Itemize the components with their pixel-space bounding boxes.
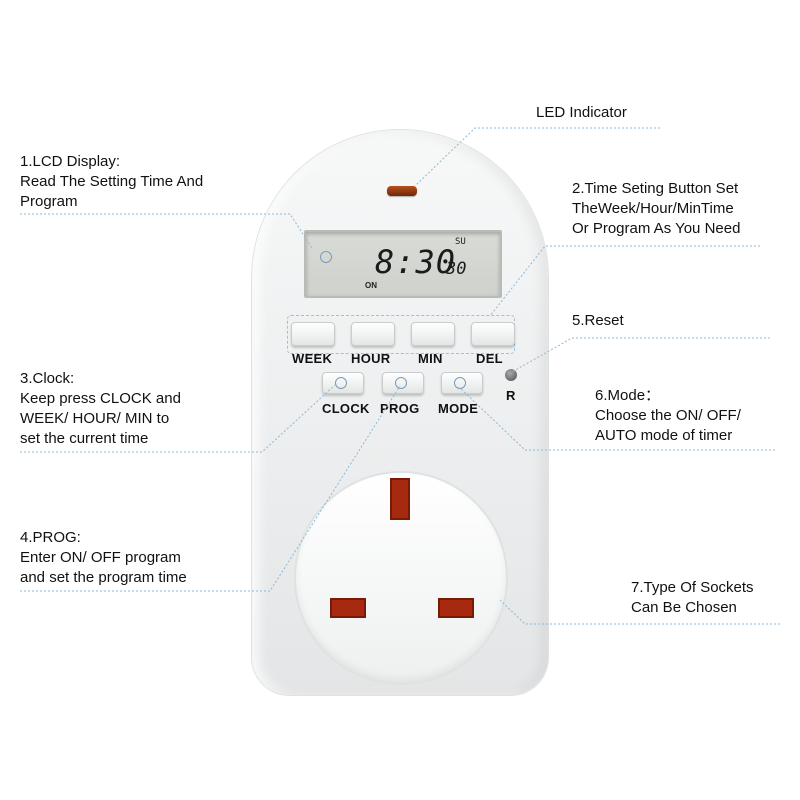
callout-reset-line: 5.Reset xyxy=(572,312,624,329)
callout-reset: 5.Reset xyxy=(572,311,624,331)
callout-prog: 4.PROG: Enter ON/ OFF program and set th… xyxy=(20,528,187,588)
hour-label: HOUR xyxy=(351,351,391,366)
callout-led: LED Indicator xyxy=(536,103,627,123)
min-label: MIN xyxy=(418,351,443,366)
socket-pin-icon xyxy=(330,598,366,618)
socket-pin-icon xyxy=(438,598,474,618)
callout-lcd-line: Read The Setting Time And xyxy=(20,173,204,190)
lcd-marker-icon xyxy=(320,251,332,263)
week-label: WEEK xyxy=(292,351,333,366)
callout-time-setting: 2.Time Seting Button Set TheWeek/Hour/Mi… xyxy=(572,179,740,239)
mode-label: MODE xyxy=(438,401,479,416)
callout-clock-line: Keep press CLOCK and xyxy=(20,390,181,407)
callout-lcd: 1.LCD Display: Read The Setting Time And… xyxy=(20,152,203,212)
clock-button[interactable] xyxy=(322,372,364,394)
callout-clock: 3.Clock: Keep press CLOCK and WEEK/ HOUR… xyxy=(20,369,181,449)
min-button[interactable] xyxy=(411,322,455,346)
callout-prog-line: and set the program time xyxy=(20,569,187,586)
lcd-seconds: 30 xyxy=(446,259,467,279)
callout-socket-line: 7.Type Of Sockets xyxy=(631,579,754,596)
callout-mode: 6.Mode： Choose the ON/ OFF/ AUTO mode of… xyxy=(595,386,741,446)
lcd-status: ON xyxy=(365,281,377,290)
callout-time-setting-line: 2.Time Seting Button Set xyxy=(572,180,739,197)
del-label: DEL xyxy=(476,351,503,366)
button-marker-icon xyxy=(454,377,466,389)
reset-hole-icon[interactable] xyxy=(505,369,517,381)
callout-clock-line: 3.Clock: xyxy=(20,370,75,387)
socket-pin-icon xyxy=(390,478,410,520)
mode-button[interactable] xyxy=(441,372,483,394)
callout-lcd-line: 1.LCD Display: xyxy=(20,153,121,170)
lcd-display xyxy=(304,230,502,298)
callout-led-title: LED Indicator xyxy=(536,104,627,121)
del-button[interactable] xyxy=(471,322,515,346)
callout-prog-line: Enter ON/ OFF program xyxy=(20,549,181,566)
hour-button[interactable] xyxy=(351,322,395,346)
button-marker-icon xyxy=(395,377,407,389)
week-button[interactable] xyxy=(291,322,335,346)
callout-time-setting-line: Or Program As You Need xyxy=(572,220,741,237)
callout-mode-line: Choose the ON/ OFF/ xyxy=(595,407,741,424)
callout-prog-line: 4.PROG: xyxy=(20,529,81,546)
callout-mode-line: AUTO mode of timer xyxy=(595,427,733,444)
leader-line-reset xyxy=(511,337,770,373)
callout-lcd-line: Program xyxy=(20,193,78,210)
callout-time-setting-line: TheWeek/Hour/MinTime xyxy=(572,200,734,217)
lcd-day: SU xyxy=(455,237,466,247)
reset-label: R xyxy=(506,388,516,403)
button-marker-icon xyxy=(335,377,347,389)
led-indicator-icon xyxy=(387,186,417,196)
clock-label: CLOCK xyxy=(322,401,370,416)
prog-label: PROG xyxy=(380,401,420,416)
prog-button[interactable] xyxy=(382,372,424,394)
callout-clock-line: set the current time xyxy=(20,430,149,447)
callout-mode-line: 6.Mode： xyxy=(595,387,661,404)
callout-socket: 7.Type Of Sockets Can Be Chosen xyxy=(631,578,754,618)
callout-clock-line: WEEK/ HOUR/ MIN to xyxy=(20,410,170,427)
callout-socket-line: Can Be Chosen xyxy=(631,599,737,616)
lcd-time: 8:30 xyxy=(375,243,457,281)
